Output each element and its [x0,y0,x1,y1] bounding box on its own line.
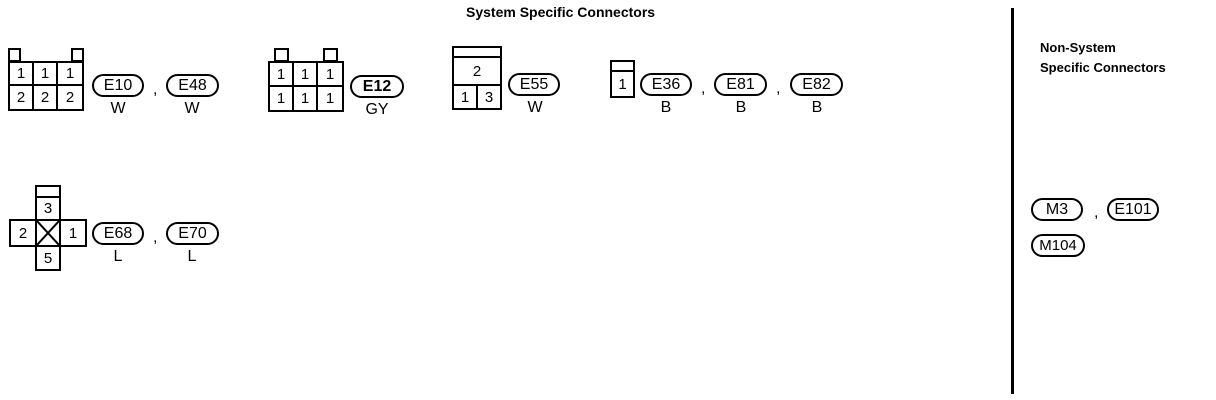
pin-cell: 2 [56,84,84,111]
pin-cell: 1 [292,61,318,87]
pin-cell: 1 [316,85,344,112]
wire-color-label: L [113,248,123,265]
connector-id-badge: E36 [640,73,692,96]
pin-cell: 1 [8,61,34,86]
connector-lock-tab [323,48,338,62]
separator-comma: , [776,80,781,97]
empty-pin-cavity [35,219,61,247]
pin-cell: 2 [8,84,34,111]
wire-color-label: W [184,100,200,117]
connector-lock-tab [71,48,84,62]
section-divider [1011,8,1014,394]
separator-comma: , [153,229,158,246]
connector-id-badge: M3 [1031,198,1083,221]
separator-comma: , [1094,204,1099,221]
connector-id-badge: E81 [714,73,767,96]
pin-cell: 1 [610,70,635,98]
pin-cell: 1 [316,61,344,87]
connector-id-badge: E82 [790,73,843,96]
pin-cell: 3 [476,84,502,110]
wire-color-label: W [110,100,126,117]
wire-color-label: GY [365,101,389,118]
pin-cell: 2 [452,56,502,86]
non-system-title-line2: Specific Connectors [1040,60,1166,75]
separator-comma: , [153,81,158,98]
connector-id-badge: E48 [166,74,219,97]
wire-color-label: B [811,99,823,116]
cross-mark-icon [37,221,59,245]
non-system-title-line1: Non-System [1040,40,1116,55]
pin-cell: 2 [9,219,37,247]
connector-id-badge: E70 [166,222,219,245]
pin-cell: 5 [35,245,61,271]
system-specific-title: System Specific Connectors [466,4,656,20]
pin-cell: 1 [268,85,294,112]
wire-color-label: L [187,248,197,265]
separator-comma: , [701,80,706,97]
pin-cell: 1 [292,85,318,112]
connector-lock-tab [274,48,289,62]
connector-id-badge: M104 [1031,234,1085,257]
pin-cell: 1 [59,219,87,247]
connector-id-badge: E10 [92,74,144,97]
wire-color-label: B [735,99,747,116]
pin-cell: 1 [32,61,58,86]
wire-color-label: B [660,99,672,116]
pin-cell: 1 [268,61,294,87]
wire-color-label: W [527,99,543,116]
pin-cell: 1 [56,61,84,86]
pin-cell: 2 [32,84,58,111]
connector-id-badge: E101 [1107,198,1159,221]
connector-id-badge: E68 [92,222,144,245]
connector-id-badge: E12 [350,75,404,98]
connector-lock-tab [8,48,21,62]
connector-id-badge: E55 [508,73,560,96]
pin-cell: 1 [452,84,478,110]
pin-cell: 3 [35,196,61,221]
